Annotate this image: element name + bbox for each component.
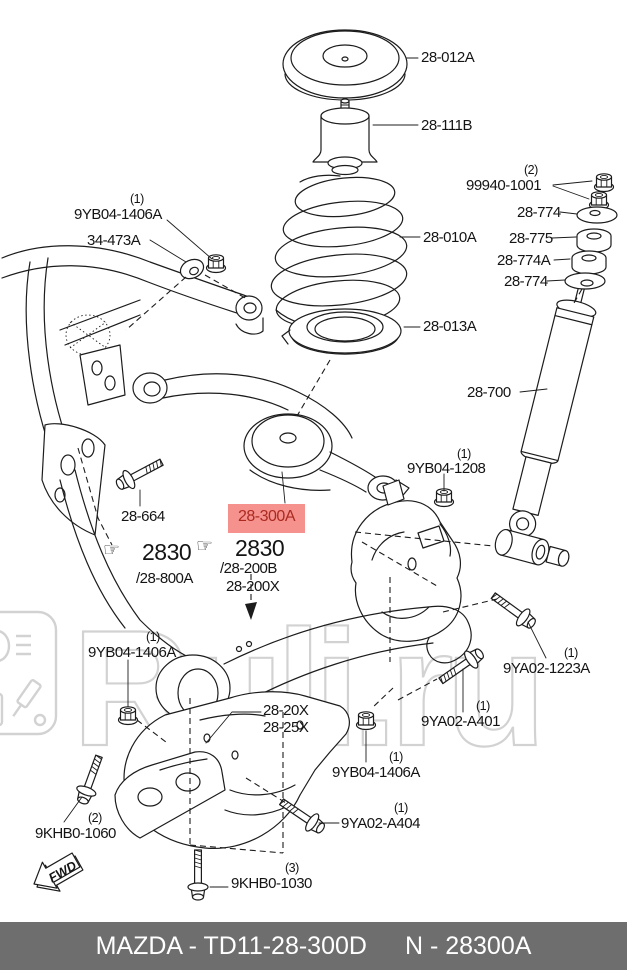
shock-bushing-drawing [494,528,570,567]
subframe-drawing [1,245,264,663]
label-9YB04-1406A-top: 9YB04-1406A [74,206,162,223]
label-28-200B: /28-200B [220,560,277,577]
diagram-line-art: FWD [1,29,618,901]
footer-bar: MAZDA - TD11-28-300D N - 28300A [0,922,627,970]
label-9YB04-1406A-bottom-qty: (1) [389,750,403,764]
label-9KHB0-1060: 9KHB0-1060 [35,825,116,842]
label-9YB04-1208: 9YB04-1208 [407,460,486,477]
label-9YA02-A401-qty: (1) [476,699,490,713]
spring-seat-drawing [281,308,402,355]
label-28-20X: 28-20X [263,702,309,719]
label-9YB04-1406A-left: 9YB04-1406A [88,644,176,661]
label-9YB04-1406A-bottom: 9YB04-1406A [332,764,420,781]
strut-mount-cap-drawing [282,29,408,101]
label-9KHB0-1060-qty: (2) [88,811,102,825]
label-28-300A: 28-300A [228,504,305,533]
bump-stop-drawing [312,98,378,176]
watermark-parts-icon [0,610,58,736]
label-9YB04-1208-qty: (1) [457,447,471,461]
washer-34-473A-drawing [179,258,205,280]
label-28-010A: 28-010A [423,229,477,246]
label-99940-1001-qty: (2) [524,163,538,177]
label-9YB04-1406A-top-qty: (1) [130,192,144,206]
footer-ref-number: N - 28300A [404,931,532,960]
label-28-775: 28-775 [509,230,553,247]
label-9YA02-A404-qty: (1) [394,801,408,815]
footer-part-code: MAZDA - TD11-28-300D [95,931,367,960]
washer-stack-drawing [564,173,618,290]
label-9YA02-1223A-qty: (1) [564,646,578,660]
label-99940-1001: 99940-1001 [466,177,542,194]
label-9KHB0-1030: 9KHB0-1030 [231,875,312,892]
control-arm-drawing [132,372,410,501]
label-28-774-b: 28-774 [504,273,548,290]
label-34-473A: 34-473A [87,232,141,249]
label-28-25X: 28-25X [263,719,309,736]
fastener-drawings [71,254,541,901]
label-28-012A: 28-012A [421,49,475,66]
label-28-800A: /28-800A [136,570,193,587]
leader-lines [63,57,593,888]
label-28-774A: 28-774A [497,252,551,269]
label-28-200X: 28-200X [226,578,280,595]
pointing-hand-icon: ☞ [103,540,121,561]
label-9YA02-A404: 9YA02-A404 [341,815,420,832]
label-28-700: 28-700 [467,384,511,401]
label-9YA02-1223A: 9YA02-1223A [503,660,590,677]
label-28-013A: 28-013A [423,318,477,335]
label-9YA02-A401: 9YA02-A401 [421,713,500,730]
assembly-dash-lines [77,274,583,804]
coil-spring-drawing [270,174,408,329]
label-28-111B: 28-111B [421,117,473,134]
label-28-774-a: 28-774 [517,204,561,221]
label-28-664: 28-664 [121,508,165,525]
label-9YB04-1406A-left-qty: (1) [146,630,160,644]
mount-bracket-drawing [114,691,350,854]
label-2830-b: 2830 [235,535,285,561]
label-9KHB0-1030-qty: (3) [285,861,299,875]
pointing-hand-icon: ☞ [196,536,214,557]
label-2830-a: 2830 [142,539,192,565]
shock-absorber-drawing [509,260,597,538]
